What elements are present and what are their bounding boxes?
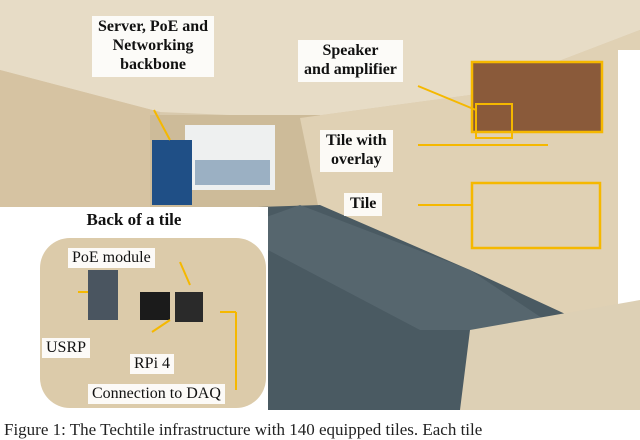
tile-overlay-label: Tile with overlay: [320, 130, 393, 172]
speaker-label-line2: and amplifier: [304, 60, 397, 78]
tile-overlay-label-line2: overlay: [330, 150, 382, 168]
inset-title: Back of a tile: [86, 210, 182, 229]
figure-caption: Figure 1: The Techtile infrastructure wi…: [4, 420, 483, 439]
rpi-label: RPi 4: [130, 354, 175, 374]
server-label-line1: Server, PoE and: [98, 18, 209, 35]
server-label: Server, PoE and Networking backbone: [92, 16, 215, 77]
poe-module-label: PoE module: [68, 248, 155, 268]
speaker-label-line1: Speaker: [322, 42, 379, 59]
speaker-label: Speaker and amplifier: [298, 40, 403, 82]
tile-label-text: Tile: [350, 195, 377, 212]
server-label-line3: backbone: [120, 55, 186, 73]
usrp-label: USRP: [42, 338, 91, 358]
server-label-line2: Networking: [112, 36, 194, 54]
tile-label: Tile: [344, 193, 383, 216]
tile-overlay-label-line1: Tile with: [326, 132, 387, 149]
daq-label: Connection to DAQ: [88, 384, 225, 404]
